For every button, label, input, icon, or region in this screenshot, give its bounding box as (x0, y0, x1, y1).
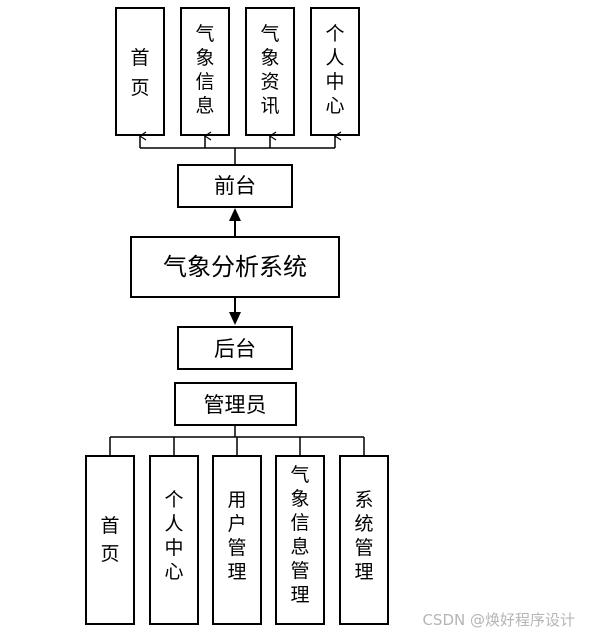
back-item-weather-info-mgmt-box (275, 455, 325, 625)
admin-box (174, 382, 297, 426)
back-item-weather-info-mgmt: 气象信息管理 (275, 455, 325, 625)
frontend-label: 前台 (214, 174, 256, 198)
front-item-weather-news: 气象资讯 (245, 7, 295, 136)
front-item-home-box (115, 7, 165, 136)
admin-label: 管理员 (204, 393, 267, 417)
front-item-weather-news-label: 气象资讯 (260, 23, 279, 117)
front-item-home: 首页 (115, 7, 165, 136)
frontend-node: 前台 (177, 164, 293, 208)
back-items-row: 首页 个人中心 用户管理 气象信息管理 系统管理 (85, 455, 389, 625)
back-item-system-mgmt: 系统管理 (339, 455, 389, 625)
system-label: 气象分析系统 (163, 253, 307, 281)
back-item-personal-center-box (149, 455, 199, 625)
system-to-frontend-arrowhead (229, 208, 241, 221)
front-item-home-label: 首页 (130, 47, 149, 99)
watermark-text: CSDN @焕好程序设计 (422, 611, 575, 629)
back-connectors (109, 425, 365, 456)
back-item-weather-info-mgmt-label: 气象信息管理 (290, 464, 309, 606)
back-item-system-mgmt-box (339, 455, 389, 625)
back-item-user-mgmt: 用户管理 (212, 455, 262, 625)
front-connectors (140, 136, 335, 165)
backend-box (177, 326, 293, 370)
frontend-box (177, 164, 293, 208)
admin-node: 管理员 (174, 382, 297, 426)
back-item-personal-center-label: 个人中心 (164, 489, 183, 583)
back-item-user-mgmt-box (212, 455, 262, 625)
front-item-weather-news-box (245, 7, 295, 136)
front-item-personal-center: 个人中心 (310, 7, 360, 136)
front-item-weather-info-box (180, 7, 230, 136)
backend-node: 后台 (177, 326, 293, 370)
backend-label: 后台 (214, 337, 256, 361)
front-item-personal-center-label: 个人中心 (325, 23, 344, 117)
back-item-system-mgmt-label: 系统管理 (354, 489, 373, 583)
system-to-backend-arrow (229, 297, 241, 325)
system-to-backend-arrowhead (229, 312, 241, 325)
back-item-home-box (85, 455, 135, 625)
back-item-user-mgmt-label: 用户管理 (227, 489, 246, 583)
front-item-weather-info: 气象信息 (180, 7, 230, 136)
back-item-home: 首页 (85, 455, 135, 625)
system-to-frontend-arrow (229, 208, 241, 237)
front-items-row: 首页 气象信息 气象资讯 个人中心 (115, 7, 360, 136)
back-item-personal-center: 个人中心 (149, 455, 199, 625)
front-item-weather-info-label: 气象信息 (195, 23, 214, 117)
system-box (130, 236, 340, 298)
back-item-home-label: 首页 (100, 515, 119, 565)
system-node: 气象分析系统 (130, 236, 340, 298)
